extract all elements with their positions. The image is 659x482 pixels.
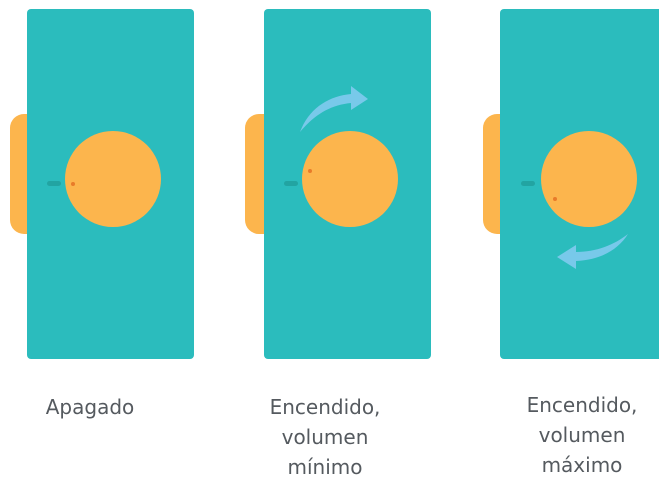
caption-line: mínimo [287, 455, 363, 479]
volume-knob [541, 131, 637, 227]
volume-knob [65, 131, 161, 227]
panel-notch [47, 181, 61, 186]
caption-line: máximo [541, 453, 623, 477]
caption-line: Encendido, [269, 395, 381, 419]
state-caption-max: Encendido, volumen máximo [482, 390, 659, 480]
knob-indicator-dot [553, 197, 557, 201]
knob-indicator-dot [71, 182, 75, 186]
state-caption-min: Encendido, volumen mínimo [225, 392, 425, 482]
panel-notch [284, 181, 298, 186]
caption-line: Apagado [45, 395, 135, 419]
caption-line: volumen [281, 425, 369, 449]
state-caption-off: Apagado [0, 392, 190, 422]
rotate-clockwise-arrow-icon [557, 234, 628, 269]
caption-line: Encendido, [526, 393, 638, 417]
caption-line: volumen [538, 423, 626, 447]
rotate-clockwise-arrow-icon [300, 86, 368, 132]
knob-indicator-dot [308, 169, 312, 173]
volume-knob [302, 131, 398, 227]
panel-notch [521, 181, 535, 186]
